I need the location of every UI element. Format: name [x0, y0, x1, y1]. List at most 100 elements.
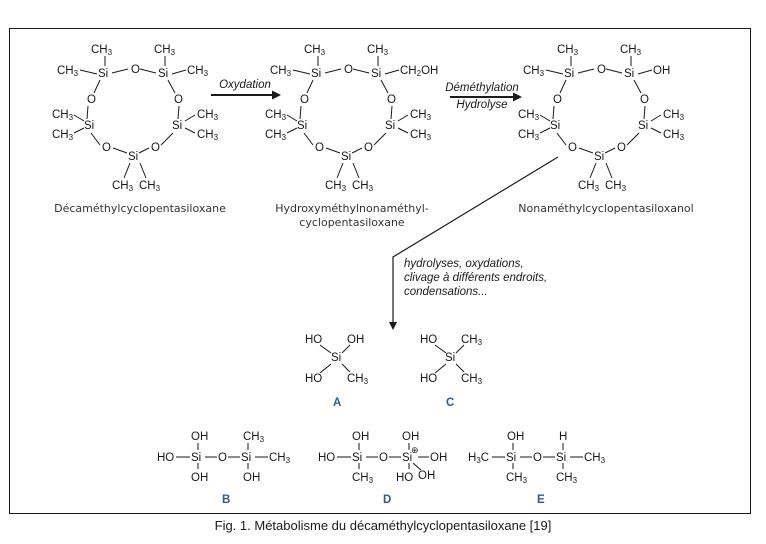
- product-b: OH HO Si O Si CH3 CH3 OH OH B: [157, 431, 291, 506]
- si-atom-2: Si: [624, 68, 634, 80]
- ch3-top-left: CH3: [91, 44, 113, 57]
- ch3-left-top: CH3: [57, 65, 79, 78]
- ch3-bottom-1: CH3: [112, 180, 134, 193]
- ch3-left-1: CH3: [265, 109, 287, 122]
- a-ho-bottom: HO: [305, 373, 322, 385]
- name-nona: Nonaméthylcyclopentasiloxanol: [518, 202, 693, 215]
- d-si1: Si: [352, 452, 362, 464]
- ch3-top-left: CH3: [557, 44, 579, 57]
- o-atom-2: O: [174, 94, 183, 106]
- ch3-right-1: CH3: [197, 109, 219, 122]
- e-h: H: [559, 431, 567, 443]
- a-ho-top: HO: [305, 334, 322, 346]
- ch3-left-1: CH3: [52, 109, 74, 122]
- arrow-further-metabolism: [389, 156, 559, 330]
- d-charge-plus-icon: ⊕: [411, 445, 419, 455]
- ch3-left-top: CH3: [270, 65, 292, 78]
- e-ch3-right: CH3: [584, 452, 606, 465]
- ch3-left-2: CH3: [265, 129, 287, 142]
- e-h3c: H3C: [468, 452, 489, 465]
- label-demethylation: Déméthylation: [445, 82, 519, 94]
- o-atom-4: O: [315, 142, 324, 154]
- e-ch3-bottom1: CH3: [506, 472, 528, 485]
- d-oh-top1: OH: [352, 431, 369, 443]
- ch3-left-2: CH3: [52, 129, 74, 142]
- figure-frame: [9, 28, 751, 514]
- label-hydrolyse: Hydrolyse: [456, 99, 507, 111]
- ch2oh-substituent: CH2OH: [400, 65, 438, 78]
- product-d: OH HO Si CH3 O Si ⊕ OH OH HO OH D: [318, 431, 447, 506]
- d-si2: Si: [402, 452, 412, 464]
- si-atom-2: Si: [371, 68, 381, 80]
- ch3-right-1: CH3: [663, 109, 685, 122]
- ch3-top-right: CH3: [154, 44, 176, 57]
- o-atom-4: O: [568, 142, 577, 154]
- name-hydroxy-line2: cyclopentasiloxane: [299, 216, 405, 229]
- ch3-right-2: CH3: [197, 129, 219, 142]
- label-step3-line3: condensations...: [404, 286, 488, 298]
- e-oh-top: OH: [507, 431, 524, 443]
- ch3-bottom-2: CH3: [605, 180, 627, 193]
- o-atom-5: O: [300, 94, 309, 106]
- e-si2: Si: [556, 452, 566, 464]
- c-si: Si: [445, 352, 455, 364]
- a-oh-top: OH: [347, 334, 364, 346]
- ch3-bottom-1: CH3: [578, 180, 600, 193]
- name-d5: Décaméthylcyclopentasiloxane: [54, 202, 226, 215]
- ch3-left-1: CH3: [518, 109, 540, 122]
- b-oh-bottom: OH: [191, 472, 208, 484]
- a-si: Si: [331, 352, 341, 364]
- o-atom-2: O: [387, 94, 396, 106]
- b-oh-bottom2: OH: [243, 472, 260, 484]
- product-e: OH H3C Si CH3 O Si H CH3 CH3 E: [468, 431, 606, 506]
- o-atom-5: O: [87, 94, 96, 106]
- b-oh-top: OH: [191, 431, 208, 443]
- label-oxydation: Oxydation: [219, 79, 271, 91]
- o-atom-4: O: [102, 142, 111, 154]
- d-oh-right: OH: [430, 452, 447, 464]
- b-ho-left: HO: [157, 452, 174, 464]
- si-atom-5: Si: [550, 120, 560, 132]
- o-atom-3: O: [151, 142, 160, 154]
- ch3-top-right: CH3: [367, 44, 389, 57]
- si-atom-4: Si: [594, 151, 604, 163]
- e-o: O: [533, 452, 542, 464]
- product-a: HO OH Si HO CH3 A: [305, 334, 369, 409]
- ch3-left-2: CH3: [518, 129, 540, 142]
- o-atom-1: O: [131, 64, 140, 76]
- b-o: O: [218, 452, 227, 464]
- b-ch3-top: CH3: [243, 431, 265, 444]
- ch3-left-top: CH3: [523, 65, 545, 78]
- b-ch3-right: CH3: [269, 452, 291, 465]
- si-atom-4: Si: [128, 151, 138, 163]
- label-step3-line1: hydrolyses, oxydations,: [404, 258, 524, 270]
- d-ho-bottom: HO: [396, 472, 413, 484]
- a-ch3: CH3: [347, 373, 369, 386]
- o-atom-2: O: [640, 94, 649, 106]
- ch3-bottom-2: CH3: [352, 180, 374, 193]
- c-ch3-bottom: CH3: [461, 373, 483, 386]
- si-atom-4: Si: [341, 151, 351, 163]
- si-atom-5: Si: [84, 120, 94, 132]
- product-label-a: A: [333, 397, 341, 409]
- ch3-right-2: CH3: [663, 129, 685, 142]
- ch3-bottom-1: CH3: [325, 180, 347, 193]
- product-label-d: D: [383, 494, 391, 506]
- product-label-c: C: [446, 397, 454, 409]
- e-si1: Si: [506, 452, 516, 464]
- e-ch3-bottom2: CH3: [556, 472, 578, 485]
- si-atom-3: Si: [638, 120, 648, 132]
- d-oh-bottom: OH: [418, 470, 435, 482]
- ch3-top-right: CH3: [620, 44, 642, 57]
- name-hydroxy-line1: Hydroxyméthylnonaméthyl-: [275, 202, 429, 215]
- ch3-right-2: CH3: [410, 129, 432, 142]
- d-ch3: CH3: [352, 472, 374, 485]
- product-label-b: B: [222, 494, 230, 506]
- oh-substituent: OH: [653, 65, 670, 77]
- b-si1: Si: [191, 452, 201, 464]
- product-label-e: E: [537, 494, 545, 506]
- product-c: HO CH3 Si HO CH3 C: [420, 334, 483, 409]
